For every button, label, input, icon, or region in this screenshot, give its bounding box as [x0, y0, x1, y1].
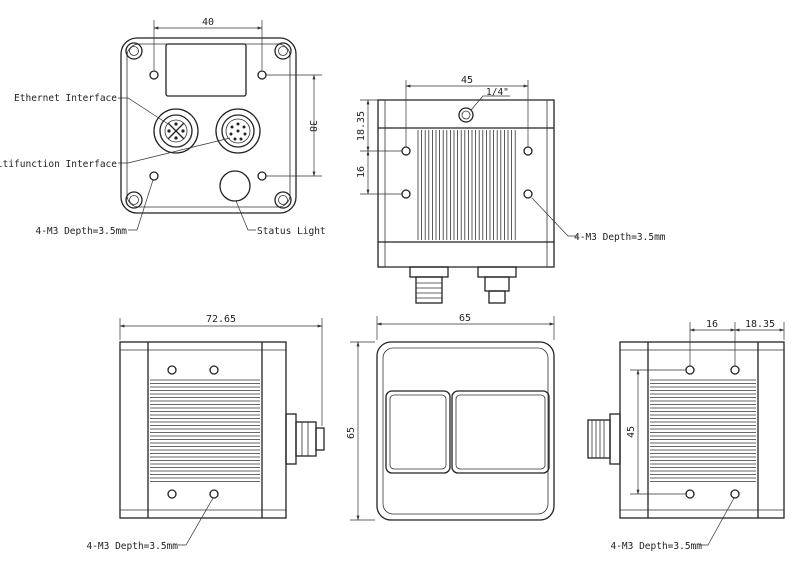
- side-connector: [587, 413, 621, 465]
- label-ethernet-interface: Ethernet Interface: [14, 93, 117, 104]
- m3-hole: [209, 489, 219, 499]
- right-side-view: 16 18.35 45 4-M3 Depth=3.5mm: [587, 319, 785, 552]
- m3-hole: [401, 189, 411, 199]
- label-tripod-thread: 1/4": [486, 87, 509, 98]
- corner-screw: [125, 42, 143, 60]
- m3-hole: [730, 489, 740, 499]
- lens-window-left-inner: [389, 394, 447, 470]
- dim-label-16: 16: [356, 166, 367, 178]
- front-body-inner: [126, 43, 291, 208]
- leader-ethernet: [118, 97, 169, 125]
- dim-label-40: 40: [202, 17, 214, 28]
- back-body-inner: [382, 347, 549, 515]
- dim-label-65-top: 65: [459, 313, 471, 324]
- back-body-outline: [376, 341, 555, 521]
- tripod-thread-inner: [461, 110, 471, 120]
- dim-label-16-right: 16: [706, 319, 718, 330]
- corner-screw: [125, 191, 143, 209]
- back-view: 65 65: [346, 313, 555, 521]
- tripod-thread-hole: [458, 107, 474, 123]
- multifunction-connector-side: [477, 266, 517, 304]
- leader-m3-right: [700, 497, 735, 546]
- m3-hole: [685, 489, 695, 499]
- label-multifunction-interface: Multifunction Interface: [0, 159, 117, 170]
- multifunction-connector: [215, 108, 261, 154]
- cooling-fins: [650, 379, 756, 482]
- corner-screw: [274, 42, 292, 60]
- leader-m3-top: [531, 197, 578, 237]
- dim-label-65-left: 65: [346, 427, 357, 439]
- top-view: 1/4" 45 18.35 16: [356, 75, 666, 304]
- m3-hole: [257, 70, 267, 80]
- side-connector: [285, 413, 325, 465]
- leader-tripod: [470, 95, 510, 111]
- leader-m3-front: [128, 179, 154, 231]
- m3-hole: [167, 489, 177, 499]
- leader-m3-left: [178, 497, 214, 546]
- label-m3-left: 4-M3 Depth=3.5mm: [86, 541, 178, 552]
- leader-multifunction: [118, 137, 231, 164]
- label-status-light: Status Light: [257, 226, 326, 237]
- m3-hole: [523, 146, 533, 156]
- label-m3-top: 4-M3 Depth=3.5mm: [574, 232, 666, 243]
- m3-hole: [209, 365, 219, 375]
- m3-hole: [257, 171, 267, 181]
- m3-hole: [730, 365, 740, 375]
- ethernet-connector-side: [409, 266, 449, 304]
- m3-hole: [149, 171, 159, 181]
- dim-label-72-65: 72.65: [206, 314, 236, 325]
- right-side-outline: [619, 341, 785, 519]
- label-m3-front: 4-M3 Depth=3.5mm: [35, 226, 127, 237]
- lens-window-left: [385, 390, 451, 474]
- cooling-fins: [417, 130, 516, 240]
- front-view: 40 38 Ethernet Interface Multifunction I…: [0, 17, 326, 237]
- corner-screw: [274, 191, 292, 209]
- label-window: [165, 43, 247, 97]
- m3-hole: [523, 189, 533, 199]
- m3-hole: [149, 70, 159, 80]
- dim-label-18-35-right: 18.35: [745, 319, 775, 330]
- dim-label-38: 38: [307, 120, 318, 132]
- dim-label-45-right: 45: [626, 426, 637, 438]
- top-body-inner: [384, 99, 548, 268]
- m3-hole: [685, 365, 695, 375]
- left-side-outline: [119, 341, 287, 519]
- m3-hole: [401, 146, 411, 156]
- lens-window-right: [451, 390, 550, 474]
- ethernet-connector: [153, 108, 199, 154]
- lens-window-right-inner: [455, 394, 546, 470]
- dim-label-45-top: 45: [461, 75, 473, 86]
- left-side-view: 72.65 4-M3 Depth=3.5mm: [86, 314, 325, 552]
- status-light: [219, 170, 251, 202]
- dim-label-18-35: 18.35: [356, 111, 367, 141]
- cooling-fins: [150, 379, 260, 482]
- front-body-outline: [120, 37, 297, 214]
- label-m3-right: 4-M3 Depth=3.5mm: [610, 541, 702, 552]
- m3-hole: [167, 365, 177, 375]
- leader-status-light: [235, 200, 256, 231]
